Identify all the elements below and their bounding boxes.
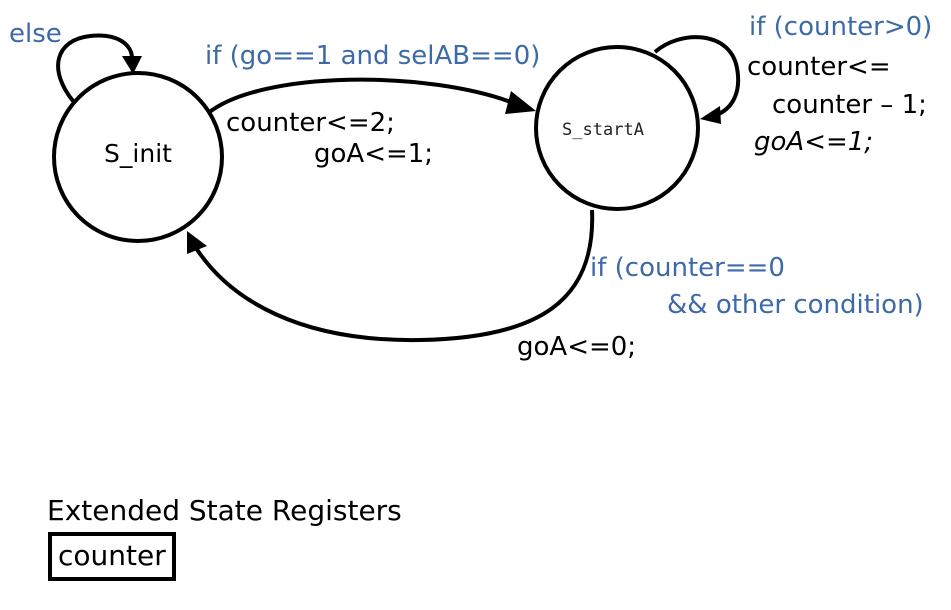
startA-to-init-edge	[194, 209, 595, 343]
startA-to-init-arrowhead	[187, 231, 207, 254]
startA-to-init-condition-2: && other condition)	[667, 290, 924, 320]
state-s-startA	[534, 45, 700, 211]
startA-self-loop-action-3: goA<=1;	[754, 127, 873, 157]
startA-self-loop-arrowhead	[700, 106, 721, 124]
startA-self-loop-action-2: counter – 1;	[772, 90, 927, 120]
extended-state-registers-title: Extended State Registers	[47, 494, 402, 527]
init-to-startA-condition: if (go==1 and selAB==0)	[205, 41, 540, 71]
startA-to-init-condition-1: if (counter==0	[590, 253, 785, 283]
init-self-loop-edge	[56, 33, 134, 103]
init-self-loop-arrowhead	[122, 56, 142, 74]
startA-to-init-action: goA<=0;	[517, 332, 636, 362]
state-s-init	[52, 71, 224, 243]
state-s-init-label: S_init	[104, 139, 172, 168]
startA-self-loop-edge	[653, 35, 741, 117]
init-self-loop-condition: else	[9, 19, 62, 49]
startA-self-loop-condition: if (counter>0)	[749, 12, 932, 42]
register-counter-box: counter	[48, 532, 176, 581]
init-to-startA-action-2: goA<=1;	[314, 139, 433, 169]
init-to-startA-arrowhead	[505, 91, 536, 114]
state-s-startA-label: S_startA	[562, 120, 644, 140]
init-to-startA-action-1: counter<=2;	[226, 108, 395, 138]
init-to-startA-edge	[205, 77, 517, 116]
startA-self-loop-action-1: counter<=	[747, 52, 891, 82]
